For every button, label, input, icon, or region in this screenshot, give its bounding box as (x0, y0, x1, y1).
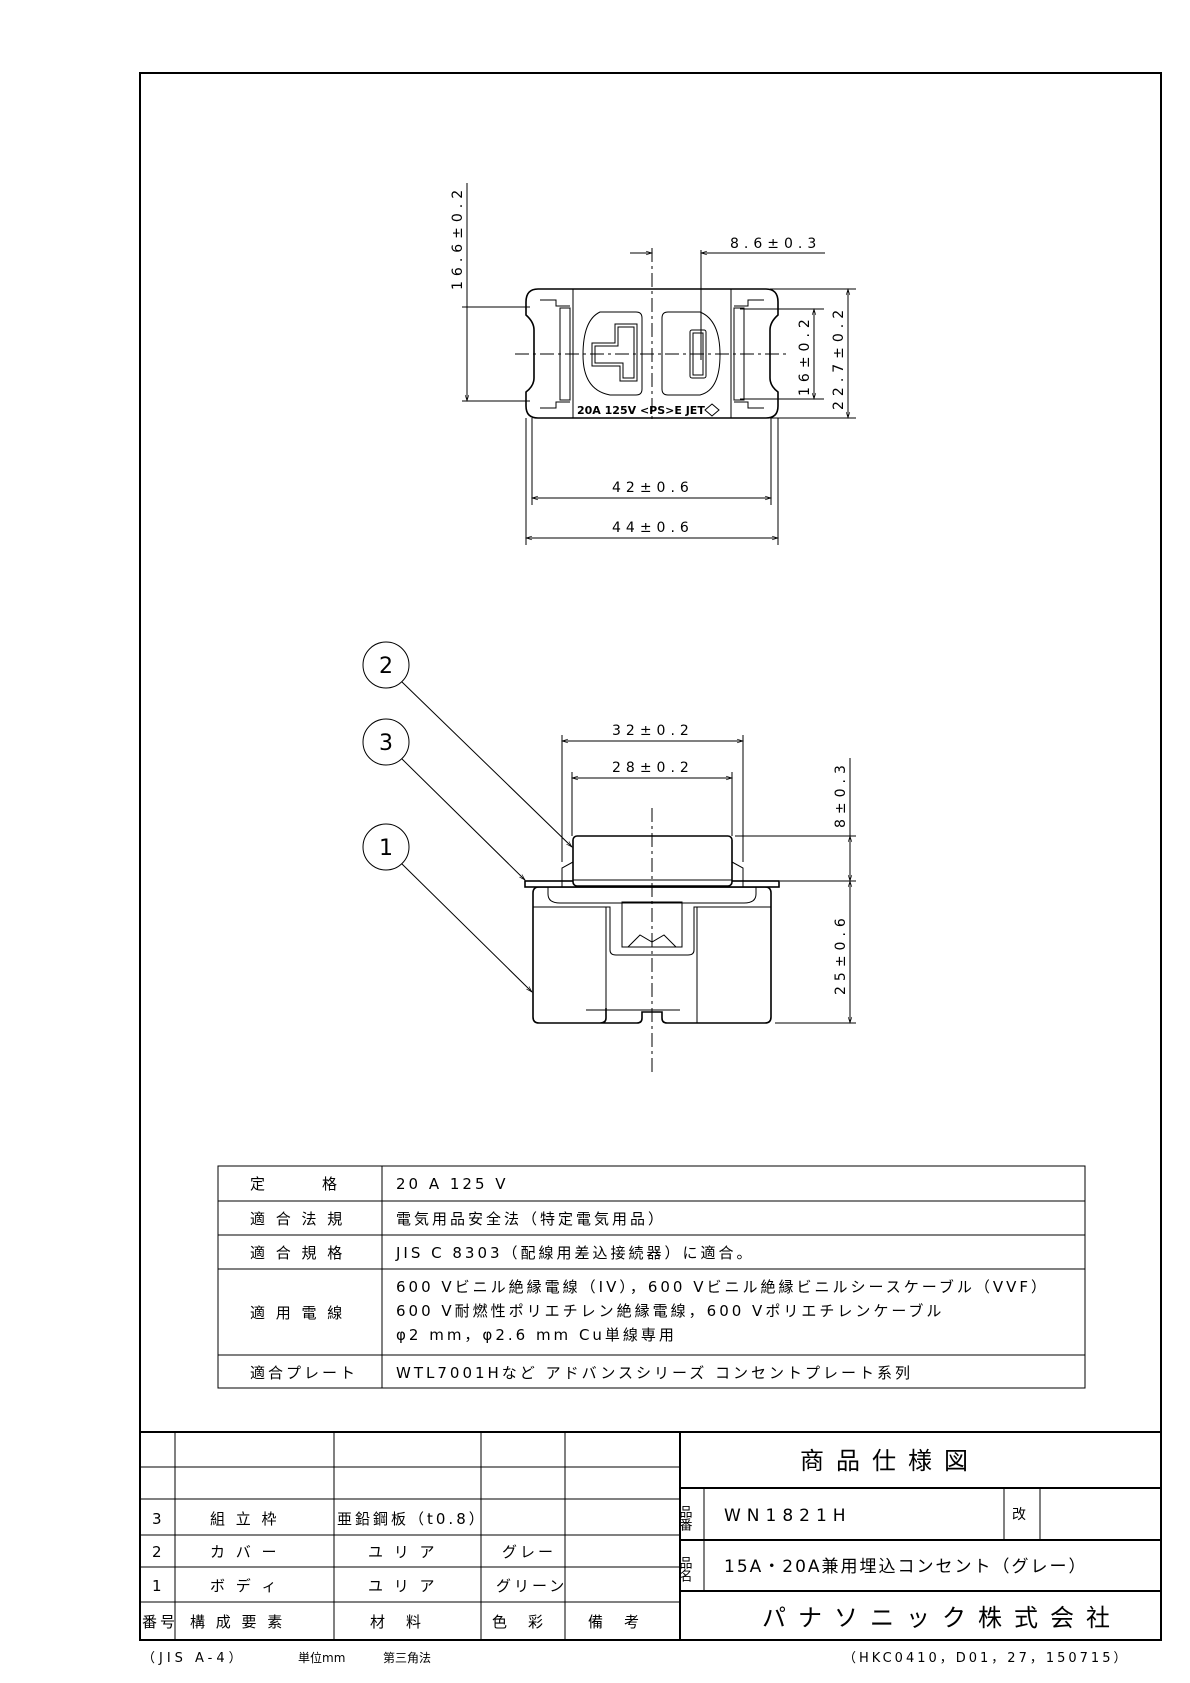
dim-32: 32±0.2 (612, 723, 694, 739)
name-label: 品名 (677, 1556, 693, 1582)
part-row-2-no: 2 (152, 1543, 165, 1561)
title-block: 3 組 立 枠 亜鉛鋼板（t0.8） 2 カ バ ー ユ リ ア グレー 1 ボ… (140, 1431, 1161, 1640)
balloon-1: 1 (362, 823, 533, 993)
front-view: 20A 125V <PS>E JET 16.6±0.2 8.6±0.3 16±0… (450, 183, 856, 545)
svg-text:2: 2 (379, 654, 393, 679)
header-material: 材 料 (370, 1613, 424, 1631)
dim-22-7: 22.7±0.2 (831, 305, 847, 410)
neutral-socket-face (661, 311, 721, 396)
t-slot (591, 323, 638, 382)
footer-projection: 第三角法 (383, 1651, 431, 1665)
svg-text:1: 1 (379, 836, 393, 861)
balloon-3: 3 (362, 718, 526, 881)
dim-25: 25±0.6 (833, 913, 849, 995)
part-row-1-no: 1 (152, 1577, 165, 1595)
part-row-3-name: 組 立 枠 (210, 1510, 280, 1528)
dim-44: 44±0.6 (612, 520, 694, 536)
header-remarks: 備 考 (588, 1613, 642, 1631)
part-no: WN1821H (724, 1506, 852, 1526)
part-no-label: 品番 (677, 1505, 693, 1532)
spec-value-rating: 20 A 125 V (396, 1175, 509, 1193)
pse-mark-icon (704, 403, 720, 417)
spec-label-law: 適 合 法 規 (250, 1210, 345, 1228)
spec-value-standard: JIS C 8303（配線用差込接続器）に適合。 (395, 1244, 755, 1262)
spec-value-law: 電気用品安全法（特定電気用品） (396, 1210, 666, 1228)
footer-code: （HKC0410，D01，27，150715） (843, 1651, 1129, 1666)
dim-8-6: 8.6±0.3 (730, 236, 821, 252)
dim-42: 42±0.6 (612, 480, 694, 496)
dim-28: 28±0.2 (612, 760, 694, 776)
product-name: 15A・20A兼用埋込コンセント（グレー） (724, 1557, 1088, 1577)
header-component: 構 成 要 素 (190, 1613, 285, 1631)
part-row-2-name: カ バ ー (210, 1543, 280, 1561)
spec-value-plate: WTL7001Hなど アドバンスシリーズ コンセントプレート系列 (396, 1364, 913, 1382)
part-row-1-name: ボ デ ィ (210, 1577, 280, 1595)
dim-8: 8±0.3 (833, 760, 849, 828)
part-row-1-material: ユ リ ア (368, 1577, 438, 1595)
company-name: パナソニック株式会社 (762, 1604, 1122, 1632)
part-row-3-material: 亜鉛鋼板（t0.8） (337, 1510, 487, 1528)
revision-label: 改 (1012, 1507, 1026, 1523)
dim-16: 16±0.2 (797, 314, 813, 396)
part-row-1-color: グリーン (496, 1577, 567, 1595)
ground-socket-face (582, 311, 643, 396)
spec-label-plate: 適合プレート (250, 1364, 358, 1382)
spec-value-wire-1: 600 Vビニル絶縁電線（IV），600 Vビニル絶縁ビニルシースケーブル（VV… (396, 1278, 1049, 1296)
side-view: 32±0.2 28±0.2 8±0.3 25±0.6 2 3 1 (362, 641, 856, 1072)
spec-table: 定 格 20 A 125 V 適 合 法 規 電気用品安全法（特定電気用品） 適… (217, 1165, 1086, 1389)
header-color: 色 彩 (492, 1613, 546, 1631)
front-marking: 20A 125V <PS>E JET (577, 404, 705, 417)
spec-label-standard: 適 合 規 格 (250, 1244, 345, 1262)
spec-value-wire-2: 600 V耐燃性ポリエチレン絶縁電線，600 Vポリエチレンケーブル (396, 1302, 944, 1320)
footer-unit: 単位mm (298, 1650, 345, 1665)
sheet-title: 商品仕様図 (800, 1447, 980, 1475)
footer-paper: （JIS A-4） (142, 1651, 246, 1666)
spec-label-wire: 適 用 電 線 (250, 1304, 345, 1322)
spec-value-wire-3: φ2 mm，φ2.6 mm Cu単線専用 (396, 1326, 677, 1344)
spec-label-rating: 定 格 (250, 1175, 340, 1193)
balloon-2: 2 (362, 641, 573, 848)
part-row-2-color: グレー (502, 1543, 556, 1561)
part-row-2-material: ユ リ ア (368, 1543, 438, 1561)
part-row-3-no: 3 (152, 1510, 165, 1528)
sheet-frame (139, 72, 1162, 1641)
header-no: 番号 (142, 1613, 178, 1631)
dim-16-6: 16.6±0.2 (450, 185, 466, 290)
svg-text:3: 3 (379, 731, 393, 756)
